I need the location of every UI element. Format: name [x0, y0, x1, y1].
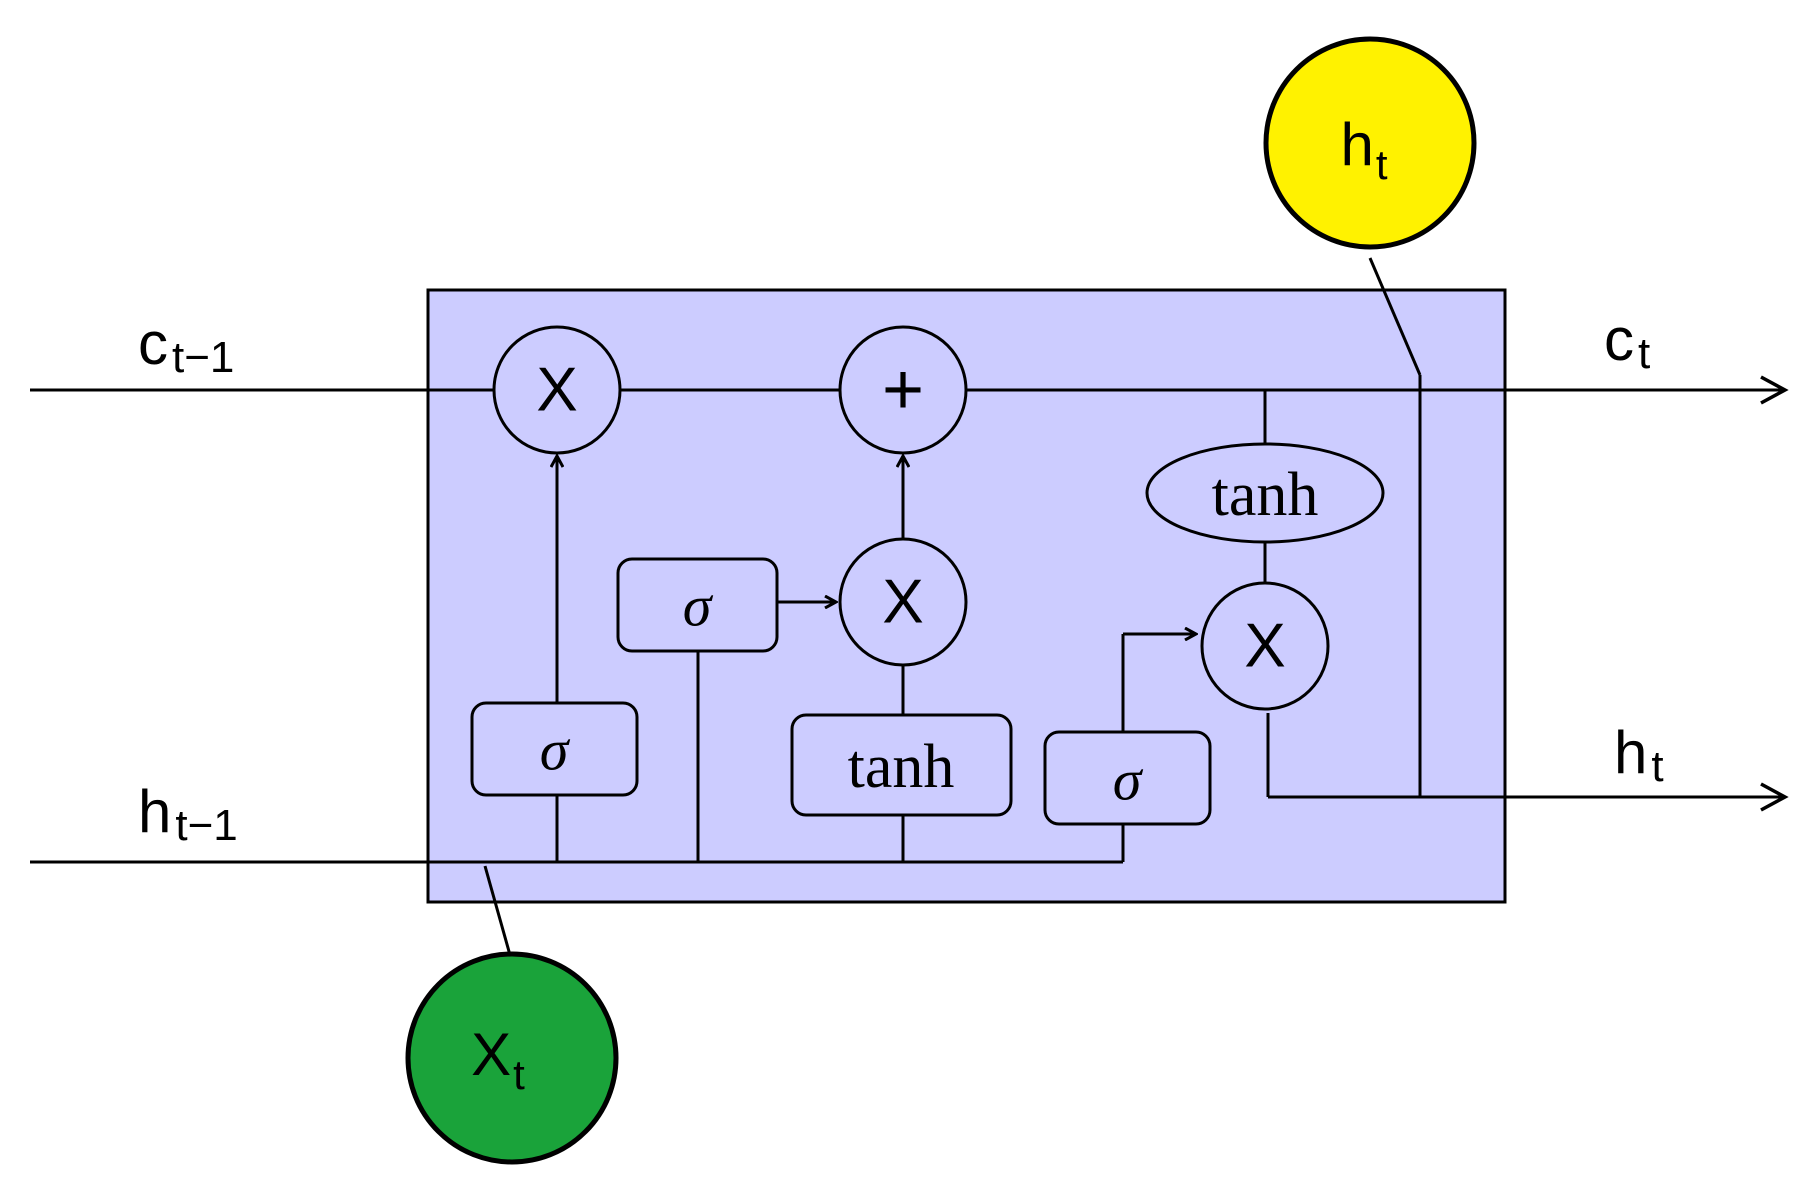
- input-sigma-gate: σ: [616, 557, 779, 653]
- h-prev-line: [30, 650, 1125, 864]
- add-op: +: [838, 325, 968, 455]
- input-multiply-op: X: [838, 537, 968, 667]
- forget-multiply-op: X: [492, 325, 622, 455]
- label-c-next: ct: [1604, 306, 1650, 378]
- output-node-ht: ht: [1263, 36, 1477, 250]
- svg-text:tanh: tanh: [1212, 461, 1319, 529]
- output-gate-wire: [1121, 634, 1196, 732]
- svg-text:X: X: [882, 568, 923, 637]
- svg-text:+: +: [882, 350, 924, 430]
- svg-text:X: X: [536, 356, 577, 425]
- candidate-tanh-gate: tanh: [790, 713, 1013, 817]
- label-c-prev: ct−1: [138, 310, 234, 382]
- output-sigma-gate: σ: [1043, 730, 1212, 826]
- svg-text:Xt: Xt: [471, 1021, 525, 1098]
- h-top-connector: [1368, 257, 1422, 797]
- input-node-xt: Xt: [405, 951, 619, 1165]
- forget-sigma-gate: σ: [470, 701, 639, 797]
- label-h-next: ht: [1614, 719, 1664, 791]
- hidden-output-line: [1266, 713, 1789, 812]
- label-h-prev: ht−1: [138, 778, 238, 850]
- svg-text:σ: σ: [1113, 748, 1144, 813]
- output-multiply-op: X: [1200, 581, 1330, 711]
- svg-text:ht: ht: [1340, 111, 1387, 188]
- x-input-connector: [483, 865, 512, 956]
- svg-text:σ: σ: [540, 718, 571, 783]
- svg-text:tanh: tanh: [848, 733, 955, 801]
- svg-text:X: X: [1244, 612, 1285, 681]
- cell-tanh-gate: tanh: [1145, 442, 1385, 544]
- svg-text:σ: σ: [683, 574, 714, 639]
